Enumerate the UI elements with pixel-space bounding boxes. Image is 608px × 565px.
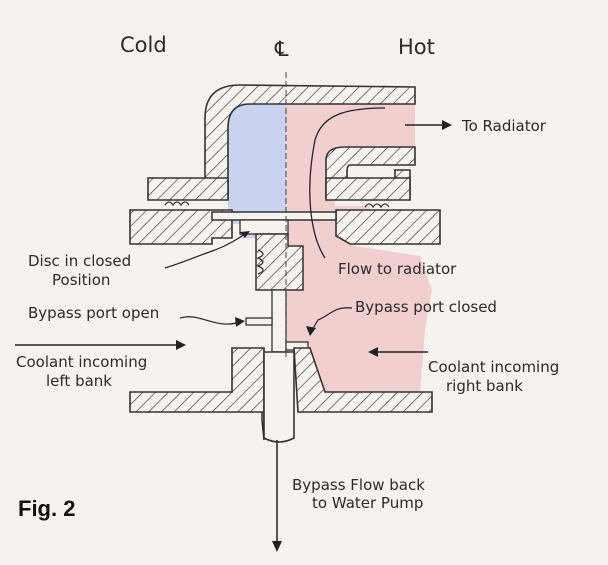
flow-to-radiator-label: Flow to radiator (338, 260, 457, 278)
hot-coolant-region (286, 103, 432, 392)
flow-to-radiator-curve (309, 107, 386, 259)
bypass-flow-line2: to Water Pump (312, 494, 423, 512)
bypass-passage (263, 351, 295, 443)
wax-element (255, 233, 304, 291)
bypass-closed-label: Bypass port closed (355, 298, 497, 316)
coolant-left-line2: left bank (46, 372, 112, 390)
left-flange (147, 177, 229, 201)
hot-label: Hot (398, 35, 435, 59)
lower-block-left (129, 347, 265, 441)
left-bank-arrowhead (176, 340, 186, 350)
radiator-arrowhead (442, 120, 452, 130)
centerline-symbol: ℄ (274, 37, 289, 61)
coolant-right-line1: Coolant incoming (428, 358, 559, 376)
bypass-open-leader-head (235, 317, 245, 327)
spring (256, 249, 264, 275)
bypass-flow-line1: Bypass Flow back (292, 476, 425, 494)
right-gasket (364, 203, 390, 209)
cold-label: Cold (120, 33, 167, 57)
disc-label-line2: Position (52, 271, 110, 289)
seat-plate-right (335, 209, 441, 245)
disc-leader-head (240, 231, 250, 238)
thermostat-disc (211, 211, 337, 221)
stem (271, 289, 287, 353)
bypass-closed-leader (311, 307, 353, 331)
to-radiator-label: To Radiator (461, 117, 547, 135)
bypass-plate-open (245, 317, 273, 326)
disc-leader (164, 231, 249, 269)
bypass-open-label: Bypass port open (28, 304, 159, 322)
bypass-open-leader (179, 316, 241, 325)
left-gasket (164, 201, 190, 207)
seat-plate-left (129, 209, 233, 245)
coolant-left-line1: Coolant incoming (16, 353, 147, 371)
bypass-down-arrowhead (272, 541, 282, 552)
right-flange (325, 177, 411, 201)
bypass-closed-leader-head (306, 326, 316, 336)
disc-label-line1: Disc in closed (28, 252, 131, 270)
outlet-lower-lip (325, 146, 416, 198)
right-bank-arrowhead (368, 347, 378, 357)
coolant-right-line2: right bank (446, 377, 523, 395)
lower-block-right (293, 347, 433, 413)
figure-label: Fig. 2 (18, 496, 75, 521)
